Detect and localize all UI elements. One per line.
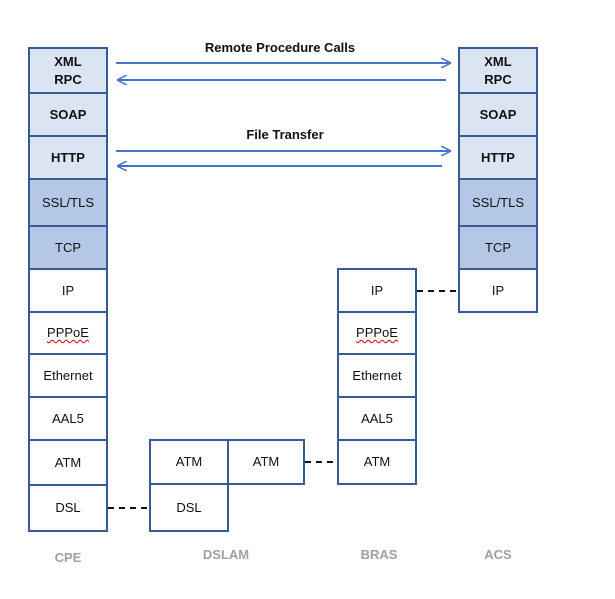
bras-column-label: BRAS bbox=[360, 547, 398, 562]
rpc-label: Remote Procedure Calls bbox=[204, 40, 356, 55]
acs-column-label: ACS bbox=[484, 547, 512, 562]
cpe-pppoe-layer: PPPoE bbox=[28, 311, 108, 355]
acs-xml-text: XML bbox=[484, 53, 512, 69]
acs-rpc-text: RPC bbox=[484, 71, 512, 87]
cpe-ssl-tls-layer: SSL/TLS bbox=[28, 178, 108, 227]
cpe-aal5-layer: AAL5 bbox=[28, 396, 108, 441]
dslam-column-label: DSLAM bbox=[202, 547, 250, 562]
cpe-pppoe-text: PPPoE bbox=[47, 325, 89, 340]
bras-ethernet-layer: Ethernet bbox=[337, 353, 417, 398]
cpe-xml-text: XML bbox=[54, 53, 82, 69]
acs-http-layer: HTTP bbox=[458, 135, 538, 180]
cpe-ip-layer: IP bbox=[28, 268, 108, 313]
dslam-atm-right-layer: ATM bbox=[227, 439, 305, 485]
cpe-column-label: CPE bbox=[54, 550, 82, 565]
acs-xml-rpc-layer: XML RPC bbox=[458, 47, 538, 94]
acs-ssl-tls-layer: SSL/TLS bbox=[458, 178, 538, 227]
dslam-atm-left-layer: ATM bbox=[149, 439, 229, 485]
cpe-dsl-layer: DSL bbox=[28, 484, 108, 532]
acs-ip-layer: IP bbox=[458, 268, 538, 313]
bras-aal5-layer: AAL5 bbox=[337, 396, 417, 441]
cpe-ethernet-layer: Ethernet bbox=[28, 353, 108, 398]
bras-pppoe-text: PPPoE bbox=[356, 325, 398, 340]
acs-soap-layer: SOAP bbox=[458, 92, 538, 137]
cpe-http-layer: HTTP bbox=[28, 135, 108, 180]
cpe-atm-layer: ATM bbox=[28, 439, 108, 486]
cpe-soap-layer: SOAP bbox=[28, 92, 108, 137]
dslam-dsl-layer: DSL bbox=[149, 483, 229, 532]
file-transfer-label: File Transfer bbox=[246, 127, 324, 142]
cpe-tcp-layer: TCP bbox=[28, 225, 108, 270]
bras-ip-layer: IP bbox=[337, 268, 417, 313]
acs-tcp-layer: TCP bbox=[458, 225, 538, 270]
bras-atm-layer: ATM bbox=[337, 439, 417, 485]
cpe-xml-rpc-layer: XML RPC bbox=[28, 47, 108, 94]
bras-pppoe-layer: PPPoE bbox=[337, 311, 417, 355]
cpe-rpc-text: RPC bbox=[54, 71, 82, 87]
